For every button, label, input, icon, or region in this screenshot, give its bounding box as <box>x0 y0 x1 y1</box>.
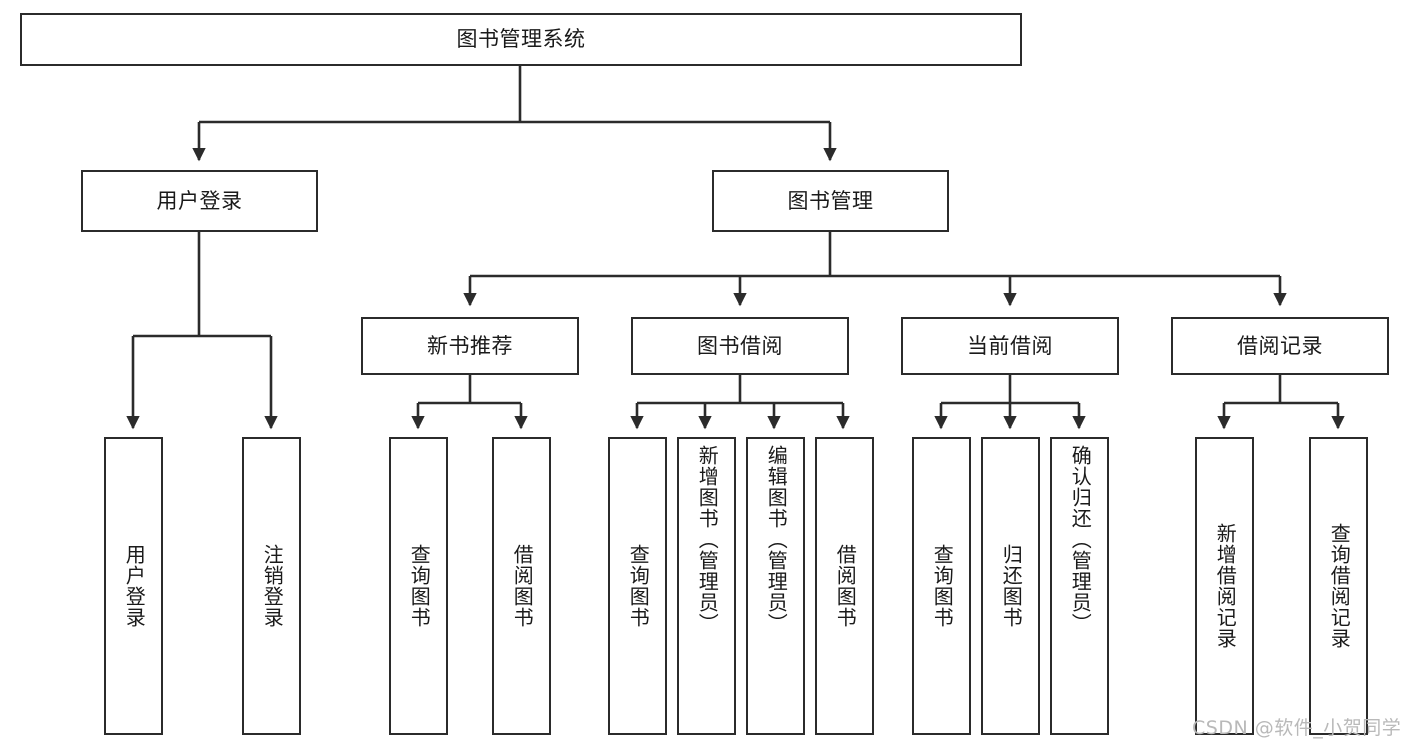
node-leaf-borrow-book-1[interactable]: 借阅图书 <box>492 437 551 735</box>
node-leaf-add-book[interactable]: 新增图书（管理员） <box>677 437 736 735</box>
node-leaf-query-book-1[interactable]: 查询图书 <box>389 437 448 735</box>
node-new-book-rec-label: 新书推荐 <box>427 333 513 358</box>
node-root-label: 图书管理系统 <box>456 27 586 52</box>
node-leaf-edit-book[interactable]: 编辑图书（管理员） <box>746 437 805 735</box>
node-current-borrow-label: 当前借阅 <box>967 333 1053 358</box>
node-root[interactable]: 图书管理系统 <box>20 13 1022 66</box>
node-leaf-add-record[interactable]: 新增借阅记录 <box>1195 437 1254 735</box>
node-leaf-edit-book-label: 编辑图书（管理员） <box>764 445 789 634</box>
node-leaf-query-book-3[interactable]: 查询图书 <box>912 437 971 735</box>
node-new-book-rec[interactable]: 新书推荐 <box>361 317 579 375</box>
node-leaf-query-record[interactable]: 查询借阅记录 <box>1309 437 1368 735</box>
node-book-borrow[interactable]: 图书借阅 <box>631 317 849 375</box>
node-leaf-user-login[interactable]: 用户登录 <box>104 437 163 735</box>
node-leaf-borrow-book-2[interactable]: 借阅图书 <box>815 437 874 735</box>
node-leaf-user-login-label: 用户登录 <box>122 544 147 628</box>
node-leaf-logout-label: 注销登录 <box>260 544 285 628</box>
node-book-manage-label: 图书管理 <box>787 188 874 213</box>
csdn-watermark: CSDN @软件_小贺同学 <box>1192 717 1402 739</box>
node-current-borrow[interactable]: 当前借阅 <box>901 317 1119 375</box>
node-leaf-borrow-book-1-label: 借阅图书 <box>510 544 535 628</box>
node-leaf-return-book[interactable]: 归还图书 <box>981 437 1040 735</box>
node-borrow-record-label: 借阅记录 <box>1237 333 1323 358</box>
node-book-borrow-label: 图书借阅 <box>697 333 783 358</box>
node-leaf-query-book-2[interactable]: 查询图书 <box>608 437 667 735</box>
node-leaf-borrow-book-2-label: 借阅图书 <box>833 544 858 628</box>
node-leaf-return-book-label: 归还图书 <box>999 544 1024 628</box>
node-leaf-query-book-1-label: 查询图书 <box>407 544 432 628</box>
node-book-manage[interactable]: 图书管理 <box>712 170 949 232</box>
node-leaf-confirm-return[interactable]: 确认归还（管理员） <box>1050 437 1109 735</box>
node-leaf-query-book-3-label: 查询图书 <box>930 544 955 628</box>
node-user-login[interactable]: 用户登录 <box>81 170 318 232</box>
node-leaf-confirm-return-label: 确认归还（管理员） <box>1068 445 1093 634</box>
node-leaf-add-book-label: 新增图书（管理员） <box>695 445 720 634</box>
node-leaf-logout[interactable]: 注销登录 <box>242 437 301 735</box>
node-leaf-query-record-label: 查询借阅记录 <box>1327 523 1352 649</box>
node-leaf-query-book-2-label: 查询图书 <box>626 544 651 628</box>
node-leaf-add-record-label: 新增借阅记录 <box>1213 523 1238 649</box>
node-user-login-label: 用户登录 <box>156 188 243 213</box>
node-borrow-record[interactable]: 借阅记录 <box>1171 317 1389 375</box>
